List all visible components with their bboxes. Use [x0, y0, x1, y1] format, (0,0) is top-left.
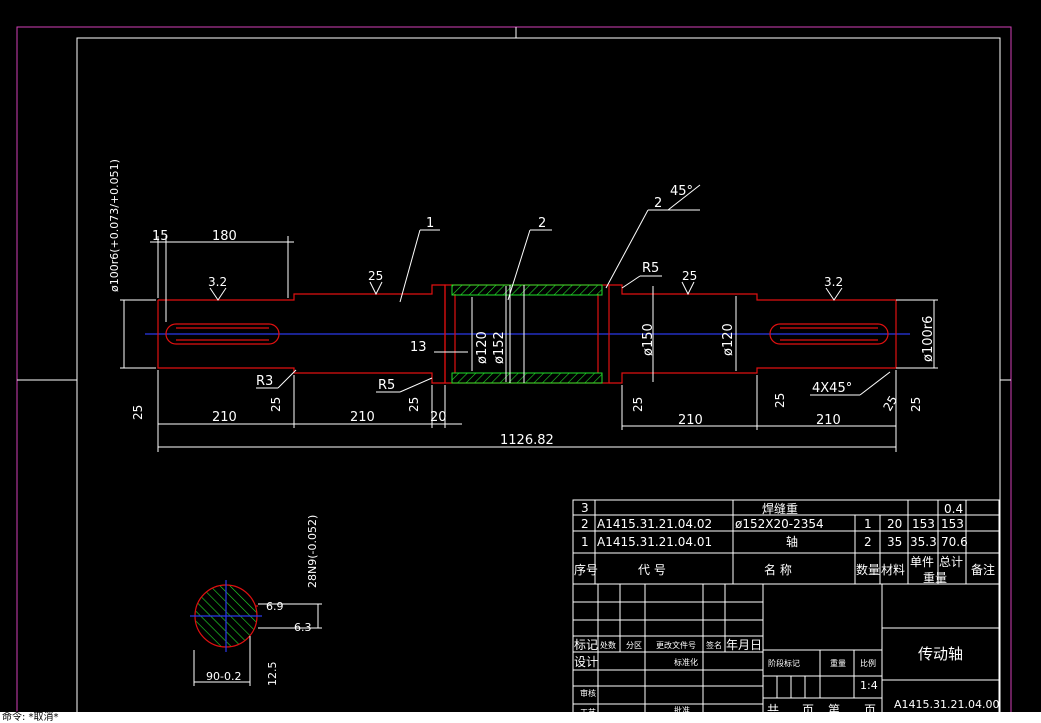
bom-row2-mat: 20	[887, 517, 902, 531]
tb-review: 审核	[580, 688, 596, 698]
bom-row1-mat: 35	[887, 535, 902, 549]
chamfer-label-right: 4X45°	[812, 381, 852, 396]
bom-row1-name: 轴	[786, 534, 798, 549]
roughness-symbols: 3.2 3.2 25 25 25 25 25 25 25 25 25	[131, 269, 923, 420]
dim-210-d: 210	[816, 413, 841, 428]
dim-dia152: ø152	[492, 331, 507, 364]
tb-stage-mark: 阶段标记	[768, 658, 800, 668]
bom-row2-no: 2	[581, 517, 589, 531]
tb-sign: 签名	[706, 640, 722, 650]
radius-r5-top: R5	[642, 261, 659, 276]
drawing-number: A1415.31.21.04.00	[894, 698, 1000, 711]
bom-header-total: 总计	[939, 555, 963, 569]
part-number-2: 2	[538, 216, 546, 231]
bom-row2-total: 153	[941, 517, 964, 531]
dimension-lines	[120, 184, 938, 452]
bom-table[interactable]: 3 焊缝重 0.4 2 A1415.31.21.04.02 ø152X20-23…	[572, 499, 1000, 585]
bom-row1-code: A1415.31.21.04.01	[597, 535, 712, 549]
roughness-right-key: 3.2	[824, 275, 843, 289]
roughness-left-key: 3.2	[208, 275, 227, 289]
tb-approve: 批准	[674, 705, 690, 715]
tb-standard: 标准化	[674, 657, 698, 667]
roughness-right-seg: 25	[631, 397, 645, 412]
bom-header-unit: 单件	[910, 555, 934, 569]
tb-zone: 分区	[626, 641, 642, 650]
dim-dia150: ø150	[641, 323, 656, 356]
dim-dia120b: ø120	[721, 323, 736, 356]
tb-weight: 重量	[830, 658, 846, 668]
command-line[interactable]: 命令: *取消*	[0, 712, 1041, 723]
bom-row3-total: 0.4	[944, 502, 963, 516]
dim-13: 13	[410, 340, 427, 355]
bom-header-no: 序号	[574, 562, 598, 577]
dim-dia120: ø120	[475, 331, 490, 364]
radius-r3: R3	[256, 374, 273, 389]
bom-row1-unit: 35.3	[910, 535, 937, 549]
dim-180: 180	[212, 229, 237, 244]
roughness-right-end2: 25	[909, 397, 923, 412]
section-dim-6-9: 6.9	[266, 600, 284, 613]
tb-scale: 比例	[860, 658, 876, 668]
bom-header-code: 代 号	[638, 563, 666, 577]
shaft-cross-section[interactable]: 28N9(-0.052) 6.9 6.3 90-0.2 12.5	[190, 515, 322, 686]
tb-count: 处数	[600, 640, 616, 650]
sleeve-hatch	[451, 284, 603, 384]
bom-row3-name: 焊缝重	[762, 501, 798, 516]
dim-total-length: 1126.82	[500, 433, 554, 448]
bom-row1-qty: 2	[864, 535, 872, 549]
title-block[interactable]: 标记 处数 分区 更改文件号 签名 年月日 设计 标准化 审核 工艺 批准 阶段…	[572, 583, 1000, 720]
bom-row1-total: 70.6	[941, 535, 968, 549]
bom-header-note: 备注	[971, 562, 995, 577]
part-labels: 1 2 2 45° R5 R3 R5 4X45°	[256, 184, 852, 396]
roughness-right-end1: 25	[880, 393, 900, 413]
dim-dia100-right: ø100r6	[921, 316, 936, 362]
dim-15: 15	[152, 229, 169, 244]
dim-dia100-left: ø100r6(+0.073/+0.051)	[108, 159, 121, 292]
bom-row3-no: 3	[581, 501, 589, 515]
roughness-shaft2: 25	[682, 269, 697, 283]
bom-row2-code: A1415.31.21.04.02	[597, 517, 712, 531]
section-keyway-dim: 28N9(-0.052)	[306, 515, 319, 588]
bom-header-mat: 材料	[881, 563, 905, 577]
chamfer-label-top: 45°	[670, 184, 693, 199]
bom-header-weight: 重量	[923, 571, 947, 585]
part-number-2b: 2	[654, 196, 662, 211]
dim-210-a: 210	[212, 410, 237, 425]
bom-header-name: 名 称	[764, 562, 792, 577]
drawing-title: 传动轴	[918, 645, 963, 663]
dimension-texts: 15 180 ø100r6(+0.073/+0.051) ø120 ø152 1…	[108, 159, 936, 448]
bom-row2-unit: 153	[912, 517, 935, 531]
bom-row2-name: ø152X20-2354	[735, 517, 824, 531]
bom-row2-qty: 1	[864, 517, 872, 531]
radius-r5-bottom: R5	[378, 378, 395, 393]
tb-mark: 标记	[574, 638, 598, 652]
shaft-outline[interactable]	[157, 284, 897, 384]
section-roughness-12-5: 12.5	[266, 662, 279, 687]
section-dim-6-3: 6.3	[294, 621, 312, 634]
part-number-1: 1	[426, 216, 434, 231]
dim-20: 20	[430, 410, 447, 425]
roughness-seg1: 25	[269, 397, 283, 412]
bom-row1-no: 1	[581, 535, 589, 549]
dim-210-b: 210	[350, 410, 375, 425]
roughness-shaft1: 25	[368, 269, 383, 283]
roughness-right-seg2: 25	[773, 393, 787, 408]
roughness-seg2: 25	[407, 397, 421, 412]
tb-date: 年月日	[726, 638, 762, 652]
tb-doc: 更改文件号	[656, 640, 696, 650]
bom-header-qty: 数量	[856, 562, 880, 577]
tb-design: 设计	[574, 655, 598, 669]
dim-210-c: 210	[678, 413, 703, 428]
tb-scale-value: 1:4	[860, 679, 878, 692]
section-dim-90: 90-0.2	[206, 670, 241, 683]
roughness-left-end: 25	[131, 405, 145, 420]
